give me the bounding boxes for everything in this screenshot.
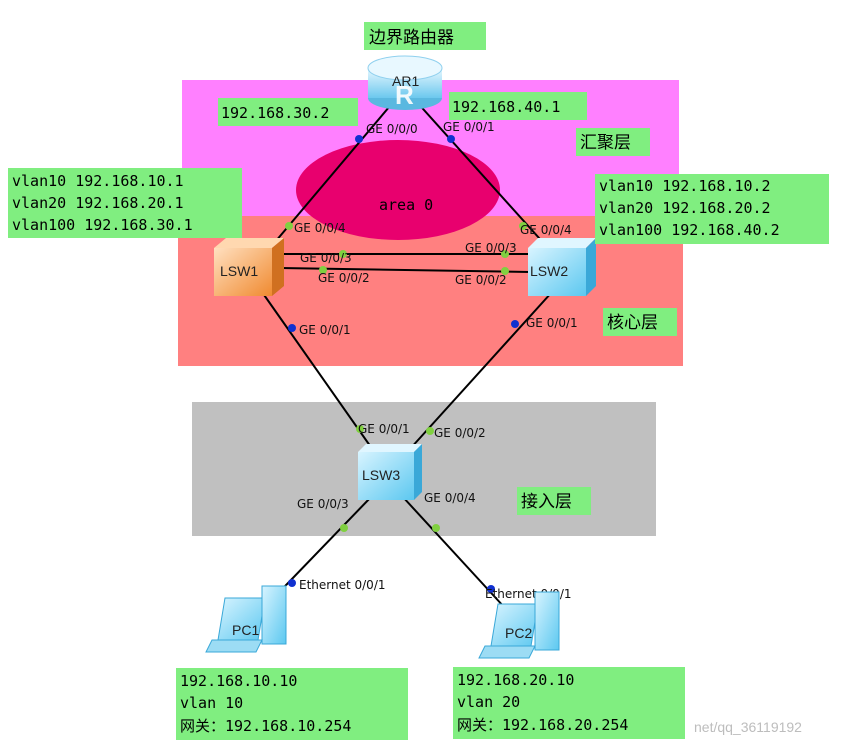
port-label-lsw3-ge002: GE 0/0/2 bbox=[434, 426, 486, 440]
ip-lsw1-line: vlan100 192.168.30.1 bbox=[12, 216, 193, 234]
port-label-pc1-eth: Ethernet 0/0/1 bbox=[299, 578, 386, 592]
switch-lsw3-icon[interactable] bbox=[358, 444, 422, 500]
port-dot bbox=[356, 425, 364, 433]
port-labels: GE 0/0/0 GE 0/0/1 GE 0/0/4 GE 0/0/4 GE 0… bbox=[294, 120, 578, 601]
layer-label-box bbox=[517, 487, 591, 515]
ip-pc2-line: 网关：192.168.20.254 bbox=[457, 716, 628, 734]
port-label-lsw1-ge001: GE 0/0/1 bbox=[299, 323, 351, 337]
port-dot bbox=[288, 324, 296, 332]
device-label-pc2: PC2 bbox=[505, 625, 532, 641]
router-ar1-icon[interactable]: R bbox=[367, 55, 443, 110]
port-dot bbox=[519, 222, 527, 230]
ip-box-ar1-left bbox=[218, 98, 358, 126]
port-label-lsw1-ge002: GE 0/0/2 bbox=[318, 271, 370, 285]
ip-lsw2-line: vlan10 192.168.10.2 bbox=[599, 177, 771, 195]
link-lsw2-lsw3 bbox=[399, 291, 553, 461]
port-dot bbox=[288, 579, 296, 587]
layer-label-access: 接入层 bbox=[521, 492, 572, 512]
layer-label-core: 核心层 bbox=[607, 313, 658, 333]
port-dot bbox=[501, 267, 509, 275]
svg-text:R: R bbox=[395, 80, 414, 110]
layer-label-box bbox=[603, 308, 677, 336]
ospf-area-0-ellipse bbox=[296, 140, 500, 240]
port-label-ar1-ge000: GE 0/0/0 bbox=[366, 122, 418, 136]
ip-pc1-line: 192.168.10.10 bbox=[180, 672, 297, 690]
port-label-lsw1-ge003: GE 0/0/3 bbox=[300, 251, 352, 265]
port-dot bbox=[355, 135, 363, 143]
switch-lsw1-icon[interactable] bbox=[214, 238, 284, 296]
port-label-lsw2-ge003: GE 0/0/3 bbox=[465, 241, 517, 255]
port-dots bbox=[285, 135, 527, 593]
port-label-lsw3-ge003: GE 0/0/3 bbox=[297, 497, 349, 511]
device-label-lsw3: LSW3 bbox=[362, 467, 400, 483]
ip-lsw2-line: vlan20 192.168.20.2 bbox=[599, 199, 771, 217]
ip-pc2-line: vlan 20 bbox=[457, 693, 520, 711]
pc2-icon[interactable] bbox=[478, 591, 560, 659]
ip-lsw1-line: vlan20 192.168.20.1 bbox=[12, 194, 184, 212]
port-dot bbox=[339, 250, 347, 258]
ip-lsw1-line: vlan10 192.168.10.1 bbox=[12, 172, 184, 190]
layer-label-box bbox=[576, 128, 650, 156]
ip-ar1-right: 192.168.40.1 bbox=[452, 98, 560, 116]
device-label-ar1: AR1 bbox=[392, 73, 419, 89]
ip-lsw2-line: vlan100 192.168.40.2 bbox=[599, 221, 780, 239]
port-label-lsw2-ge002: GE 0/0/2 bbox=[455, 273, 507, 287]
access-layer-region bbox=[192, 402, 656, 536]
port-label-lsw1-ge004: GE 0/0/4 bbox=[294, 221, 346, 235]
switch-lsw2-icon[interactable] bbox=[528, 238, 596, 296]
port-label-lsw2-ge004: GE 0/0/4 bbox=[520, 223, 572, 237]
port-label-ar1-ge001: GE 0/0/1 bbox=[443, 120, 495, 134]
port-dot bbox=[432, 524, 440, 532]
pc1-icon[interactable] bbox=[205, 585, 287, 653]
ip-ar1-left: 192.168.30.2 bbox=[221, 104, 329, 122]
device-label-pc1: PC1 bbox=[232, 622, 259, 638]
ip-pc2-line: 192.168.20.10 bbox=[457, 671, 574, 689]
ip-box-pc2 bbox=[453, 667, 685, 739]
port-label-lsw2-ge001: GE 0/0/1 bbox=[526, 316, 578, 330]
port-dot bbox=[487, 585, 495, 593]
port-label-lsw3-ge001: GE 0/0/1 bbox=[358, 422, 410, 436]
ip-pc1-line: vlan 10 bbox=[180, 694, 243, 712]
device-label-lsw2: LSW2 bbox=[530, 263, 568, 279]
ip-box-lsw1 bbox=[8, 168, 242, 238]
ip-box-ar1-right bbox=[449, 92, 587, 120]
port-dot bbox=[340, 524, 348, 532]
layer-label-aggregation: 汇聚层 bbox=[580, 133, 631, 153]
border-router-title: 边界路由器 bbox=[369, 28, 454, 48]
port-dot bbox=[501, 250, 509, 258]
title-box bbox=[364, 22, 486, 50]
port-dot bbox=[319, 266, 327, 274]
port-dot bbox=[285, 222, 293, 230]
device-label-lsw1: LSW1 bbox=[220, 263, 258, 279]
port-label-lsw3-ge004: GE 0/0/4 bbox=[424, 491, 476, 505]
ip-pc1-line: 网关：192.168.10.254 bbox=[180, 717, 351, 735]
port-dot bbox=[426, 427, 434, 435]
port-dot bbox=[447, 135, 455, 143]
port-dot bbox=[511, 320, 519, 328]
ip-box-pc1 bbox=[176, 668, 408, 740]
ospf-area-label: area 0 bbox=[379, 196, 433, 214]
watermark: net/qq_36119192 bbox=[694, 719, 802, 735]
ip-box-lsw2 bbox=[595, 174, 829, 244]
